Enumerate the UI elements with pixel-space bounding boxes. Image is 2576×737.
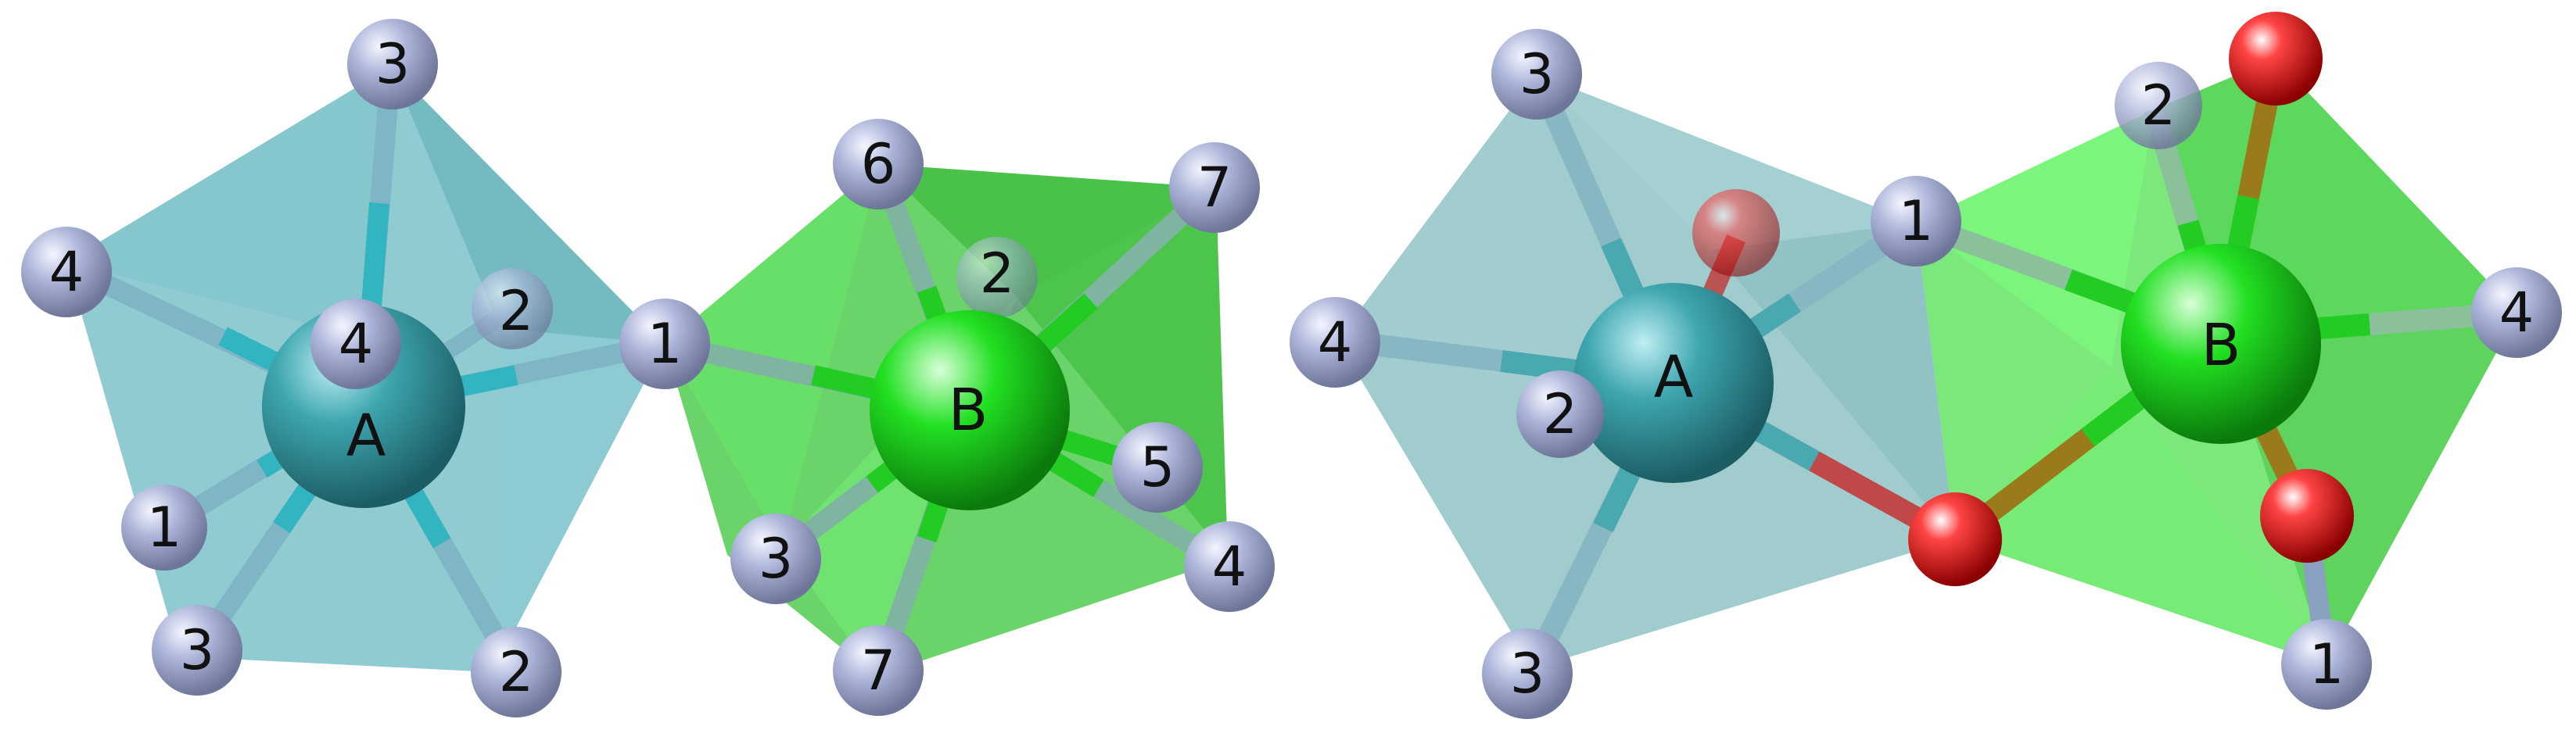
svg-text:7: 7 (1197, 156, 1232, 220)
svg-text:6: 6 (861, 132, 896, 196)
atom-right-a3-bottom: 3 (1482, 628, 1573, 719)
svg-text:B: B (2201, 312, 2241, 379)
svg-text:4: 4 (1318, 310, 1353, 374)
atom-left-a2-inner: 2 (472, 268, 553, 349)
svg-text:1: 1 (1899, 189, 1934, 253)
svg-text:3: 3 (375, 32, 411, 96)
svg-text:3: 3 (759, 527, 794, 591)
svg-text:2: 2 (1543, 382, 1578, 446)
atom-left-b6: 6 (833, 119, 924, 209)
svg-text:3: 3 (1519, 42, 1555, 106)
atom-right-B: B (2121, 244, 2321, 444)
oxygen-bridge (1908, 492, 2002, 586)
svg-text:2: 2 (980, 241, 1015, 306)
svg-text:2: 2 (499, 279, 534, 343)
oxygen-back (1692, 189, 1780, 277)
atom-right-b1: 1 (2281, 619, 2372, 710)
atom-left-a2-bottom: 2 (471, 627, 561, 717)
svg-text:1: 1 (147, 496, 182, 560)
atom-left-a4-outer: 4 (21, 227, 112, 317)
atom-left-b4: 4 (1184, 521, 1275, 612)
atom-left-a3-bottom: 3 (152, 605, 242, 696)
svg-text:A: A (1654, 344, 1694, 411)
atom-left-B: B (870, 310, 1070, 510)
right-panel: 2 A B 3 4 2 3 1 (1290, 12, 2562, 719)
svg-text:1: 1 (2309, 632, 2345, 696)
svg-text:2: 2 (2141, 73, 2176, 138)
atom-left-b2: 2 (956, 237, 1038, 318)
atom-right-shared-1: 1 (1871, 176, 1961, 267)
atom-left-b7-bottom: 7 (833, 625, 924, 716)
atom-left-shared-1: 1 (619, 299, 710, 389)
atom-right-A: A (1573, 283, 1774, 483)
svg-text:1: 1 (648, 312, 683, 376)
atom-left-a4-inner: 4 (310, 299, 401, 389)
svg-text:5: 5 (1140, 435, 1175, 499)
atom-left-a3-top: 3 (347, 19, 438, 109)
svg-text:4: 4 (1212, 535, 1247, 599)
atom-left-a1: 1 (121, 485, 207, 571)
atom-left-b3: 3 (730, 513, 821, 604)
svg-text:4: 4 (2499, 281, 2535, 345)
svg-text:7: 7 (861, 639, 896, 703)
svg-text:4: 4 (49, 240, 84, 304)
left-panel: 2 2 A B 3 4 4 1 (21, 19, 1275, 717)
oxygen-right (2260, 469, 2354, 563)
atom-right-b4: 4 (2471, 267, 2562, 358)
svg-text:3: 3 (1510, 642, 1545, 706)
svg-text:2: 2 (499, 640, 534, 704)
atom-right-a2: 2 (1516, 370, 1604, 458)
atom-left-b5: 5 (1112, 422, 1203, 513)
atom-right-a4: 4 (1290, 297, 1380, 388)
svg-text:4: 4 (339, 312, 374, 376)
oxygen-top (2229, 12, 2323, 106)
svg-text:3: 3 (180, 618, 215, 682)
atom-left-b7-top: 7 (1169, 142, 1260, 233)
svg-text:A: A (346, 402, 386, 470)
atom-right-b2: 2 (2115, 62, 2202, 149)
svg-text:B: B (949, 377, 988, 444)
atom-right-a3-top: 3 (1491, 29, 1582, 120)
